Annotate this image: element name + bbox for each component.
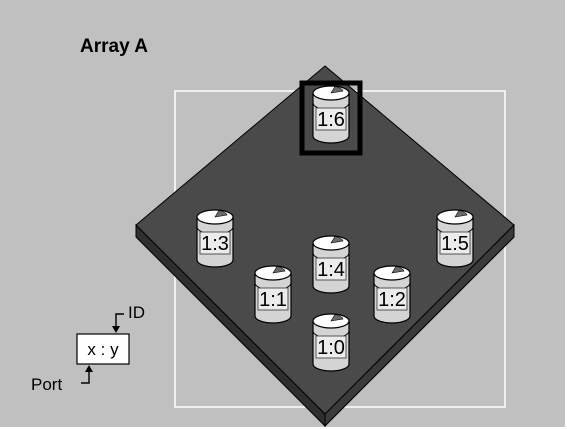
disk-1-4[interactable]: 1:4 [312,235,350,294]
disk-usage-icon [272,266,286,274]
disk-label: 1:3 [201,233,229,255]
disk-1-5[interactable]: 1:5 [436,209,474,268]
disk-label: 1:4 [317,259,345,281]
disk-1-1[interactable]: 1:1 [254,265,292,324]
array-title: Array A [80,36,148,57]
selection-highlight [299,80,363,156]
disk-usage-icon [330,86,344,94]
disk-usage-icon [330,236,344,244]
disk-label-box [376,287,408,311]
id-arrowhead-icon [112,326,120,333]
legend-id-label: ID [128,303,145,322]
legend: x : y ID Port [31,303,145,394]
disk-label-box [315,335,347,359]
disk-label: 1:6 [317,109,345,131]
legend-sample-label: x : y [87,340,119,359]
disk-label: 1:2 [378,289,406,311]
disk-label-box [439,231,471,255]
disk-1-2[interactable]: 1:2 [373,265,411,324]
disk-label-box [199,231,231,255]
disk-usage-icon [214,210,228,218]
port-arrow-icon [81,368,90,384]
legend-port-label: Port [31,375,62,394]
disk-label-box [315,257,347,281]
disks-layer: 1:6 1:3 1:5 1:4 1:1 1:2 1:0 [196,80,474,372]
disk-label-box [315,107,347,131]
legend-sample-box [76,333,130,365]
disk-1-6[interactable]: 1:6 [299,80,363,156]
disk-usage-icon [330,314,344,322]
id-arrow-icon [115,313,124,330]
port-arrowhead-icon [85,365,93,372]
disk-label: 1:1 [259,289,287,311]
disk-label: 1:0 [317,337,345,359]
disk-label: 1:5 [441,233,469,255]
disk-1-0[interactable]: 1:0 [312,313,350,372]
disk-usage-icon [391,266,405,274]
disk-label-box [257,287,289,311]
disk-1-3[interactable]: 1:3 [196,209,234,268]
disk-usage-icon [454,210,468,218]
